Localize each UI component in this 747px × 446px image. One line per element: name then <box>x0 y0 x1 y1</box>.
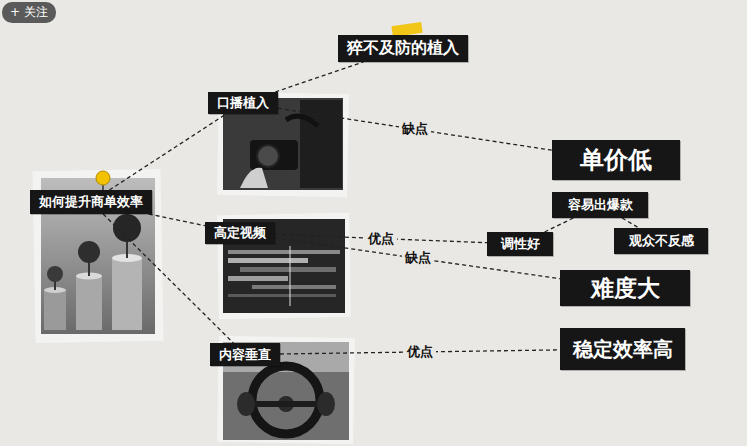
tag-label: 单价低 <box>552 140 680 180</box>
dashed-connector <box>275 62 363 92</box>
dashed-connector <box>109 114 226 190</box>
edge-label: 优点 <box>404 343 436 361</box>
tag-text: 单价低 <box>580 144 652 176</box>
tag-label: 调性好 <box>487 232 553 256</box>
edge-label: 缺点 <box>399 120 431 138</box>
edge-label: 优点 <box>365 230 397 248</box>
tag-text: 稳定效率高 <box>573 336 673 363</box>
tag-label: 难度大 <box>560 270 690 306</box>
tag-label: 观众不反感 <box>614 228 708 254</box>
tag-text: 猝不及防的植入 <box>347 38 459 59</box>
tag-text: 内容垂直 <box>219 346 271 364</box>
tag-text: 如何提升商单效率 <box>39 194 143 211</box>
tag-label: 如何提升商单效率 <box>30 190 152 214</box>
tag-text: 高定视频 <box>214 224 266 242</box>
tag-label: 稳定效率高 <box>560 328 685 370</box>
tag-label: 口播植入 <box>208 92 278 114</box>
dashed-connector <box>149 214 205 226</box>
follow-badge: + 关注 <box>2 2 56 23</box>
tag-text: 观众不反感 <box>629 232 694 250</box>
tag-text: 调性好 <box>501 235 540 253</box>
edge-label: 缺点 <box>402 249 434 267</box>
tag-label: 内容垂直 <box>210 343 280 366</box>
tag-text: 难度大 <box>591 273 660 304</box>
tag-text: 容易出爆款 <box>568 196 633 214</box>
tag-label: 容易出爆款 <box>552 192 648 218</box>
camera-photo <box>217 92 349 197</box>
dashed-connector <box>278 108 552 150</box>
steering-photo <box>217 336 355 444</box>
tag-text: 口播植入 <box>217 94 269 112</box>
dashed-connector <box>622 218 639 228</box>
tag-label: 猝不及防的植入 <box>338 35 468 62</box>
dashed-connector <box>545 218 574 232</box>
tag-label: 高定视频 <box>205 222 275 244</box>
